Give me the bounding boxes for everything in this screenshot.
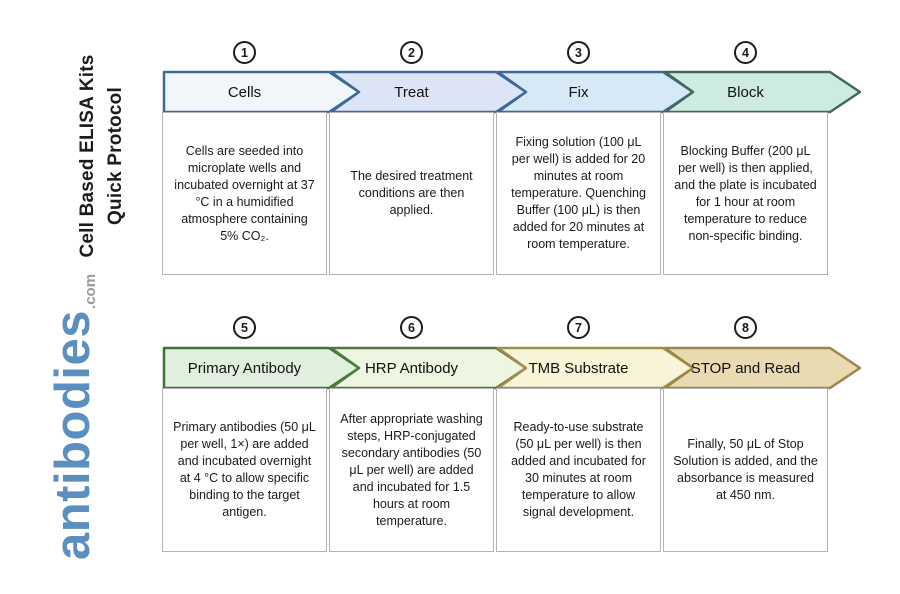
- step-number-8: 8: [742, 320, 749, 335]
- page-title-line1: Cell Based ELISA Kits: [77, 54, 98, 258]
- step-number-badge-1: 1: [233, 41, 256, 64]
- step-description-7: Ready-to-use substrate (50 μL per well) …: [511, 420, 646, 519]
- step-number-7: 7: [575, 320, 582, 335]
- step-description-3: Fixing solution (100 μL per well) is add…: [511, 135, 646, 251]
- brand-logo-suffix: .com: [82, 273, 99, 309]
- process-arrow-stop-and-read: [663, 346, 861, 390]
- process-arrow-shape-8: [663, 346, 861, 390]
- brand-logo-text: antibodies: [46, 309, 100, 560]
- step-description-5: Primary antibodies (50 μL per well, 1×) …: [173, 420, 316, 519]
- step-description-4: Blocking Buffer (200 μL per well) is the…: [674, 143, 817, 243]
- step-description-2: The desired treatment conditions are the…: [350, 169, 473, 217]
- step-number-3: 3: [575, 45, 582, 60]
- step-description-6: After appropriate washing steps, HRP-con…: [340, 411, 483, 528]
- process-arrow-shape-4: [663, 70, 861, 114]
- step-number-badge-8: 8: [734, 316, 757, 339]
- step-number-badge-6: 6: [400, 316, 423, 339]
- step-number-6: 6: [408, 320, 415, 335]
- step-number-badge-7: 7: [567, 316, 590, 339]
- step-description-box-7: Ready-to-use substrate (50 μL per well) …: [496, 388, 661, 552]
- page-title: Cell Based ELISA Kits Quick Protocol: [74, 44, 136, 268]
- process-arrow-block: [663, 70, 861, 114]
- step-number-5: 5: [241, 320, 248, 335]
- step-description-box-3: Fixing solution (100 μL per well) is add…: [496, 112, 661, 275]
- brand-logo: antibodies.com: [45, 274, 139, 560]
- step-description-box-1: Cells are seeded into microplate wells a…: [162, 112, 327, 275]
- step-number-badge-2: 2: [400, 41, 423, 64]
- step-number-badge-4: 4: [734, 41, 757, 64]
- step-description-box-6: After appropriate washing steps, HRP-con…: [329, 388, 494, 552]
- step-number-4: 4: [742, 45, 749, 60]
- page-title-line2: Quick Protocol: [104, 87, 126, 225]
- step-number-2: 2: [408, 45, 415, 60]
- step-description-8: Finally, 50 μL of Stop Solution is added…: [673, 437, 818, 502]
- step-description-box-4: Blocking Buffer (200 μL per well) is the…: [663, 112, 828, 275]
- step-number-badge-5: 5: [233, 316, 256, 339]
- step-number-badge-3: 3: [567, 41, 590, 64]
- step-number-1: 1: [241, 45, 248, 60]
- step-description-box-2: The desired treatment conditions are the…: [329, 112, 494, 275]
- step-description-box-5: Primary antibodies (50 μL per well, 1×) …: [162, 388, 327, 552]
- step-description-1: Cells are seeded into microplate wells a…: [174, 143, 315, 243]
- step-description-box-8: Finally, 50 μL of Stop Solution is added…: [663, 388, 828, 552]
